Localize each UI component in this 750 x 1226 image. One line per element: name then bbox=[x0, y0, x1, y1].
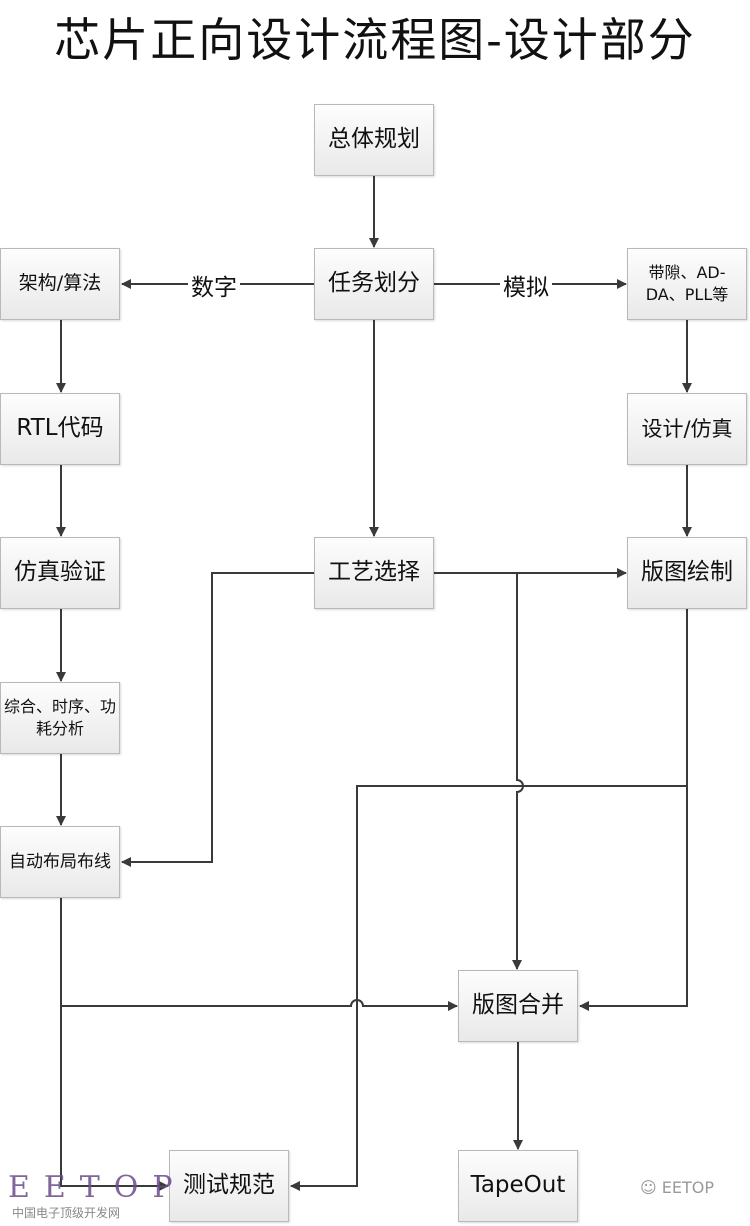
edge-pnr-test bbox=[60, 898, 169, 1191]
node-architecture: 架构/算法 bbox=[0, 248, 120, 320]
node-synthesis: 综合、时序、功耗分析 bbox=[0, 682, 120, 754]
node-tapeout: TapeOut bbox=[458, 1150, 578, 1222]
edge-pnr-merge bbox=[61, 999, 458, 1011]
node-analog-blocks: 带隙、AD-DA、PLL等 bbox=[627, 248, 747, 320]
wechat-icon: ☺ bbox=[640, 1178, 662, 1197]
edge-process-merge bbox=[512, 573, 524, 970]
node-rtl-code: RTL代码 bbox=[0, 393, 120, 465]
eetop-logo-watermark: EETOP bbox=[8, 1170, 187, 1205]
node-layout-merge: 版图合并 bbox=[458, 970, 578, 1042]
node-place-route: 自动布局布线 bbox=[0, 826, 120, 898]
edge-label-analog: 模拟 bbox=[500, 268, 552, 302]
node-task-division: 任务划分 bbox=[314, 248, 434, 320]
node-overall-planning: 总体规划 bbox=[314, 104, 434, 176]
edge-layout-test bbox=[290, 785, 687, 1191]
page-title: 芯片正向设计流程图-设计部分 bbox=[54, 13, 696, 67]
node-process-select: 工艺选择 bbox=[314, 537, 434, 609]
node-layout-draw: 版图绘制 bbox=[627, 537, 747, 609]
eetop-tagline: 中国电子顶级开发网 bbox=[12, 1206, 121, 1220]
wechat-watermark: ☺ EETOP bbox=[640, 1178, 714, 1197]
wechat-account: EETOP bbox=[661, 1178, 714, 1197]
edge-label-digital: 数字 bbox=[188, 268, 240, 302]
node-simulation-verify: 仿真验证 bbox=[0, 537, 120, 609]
node-test-spec: 测试规范 bbox=[169, 1150, 289, 1222]
node-design-simulation: 设计/仿真 bbox=[627, 393, 747, 465]
edge-layout-merge bbox=[579, 609, 688, 1011]
edge-process-pnr bbox=[121, 572, 314, 867]
